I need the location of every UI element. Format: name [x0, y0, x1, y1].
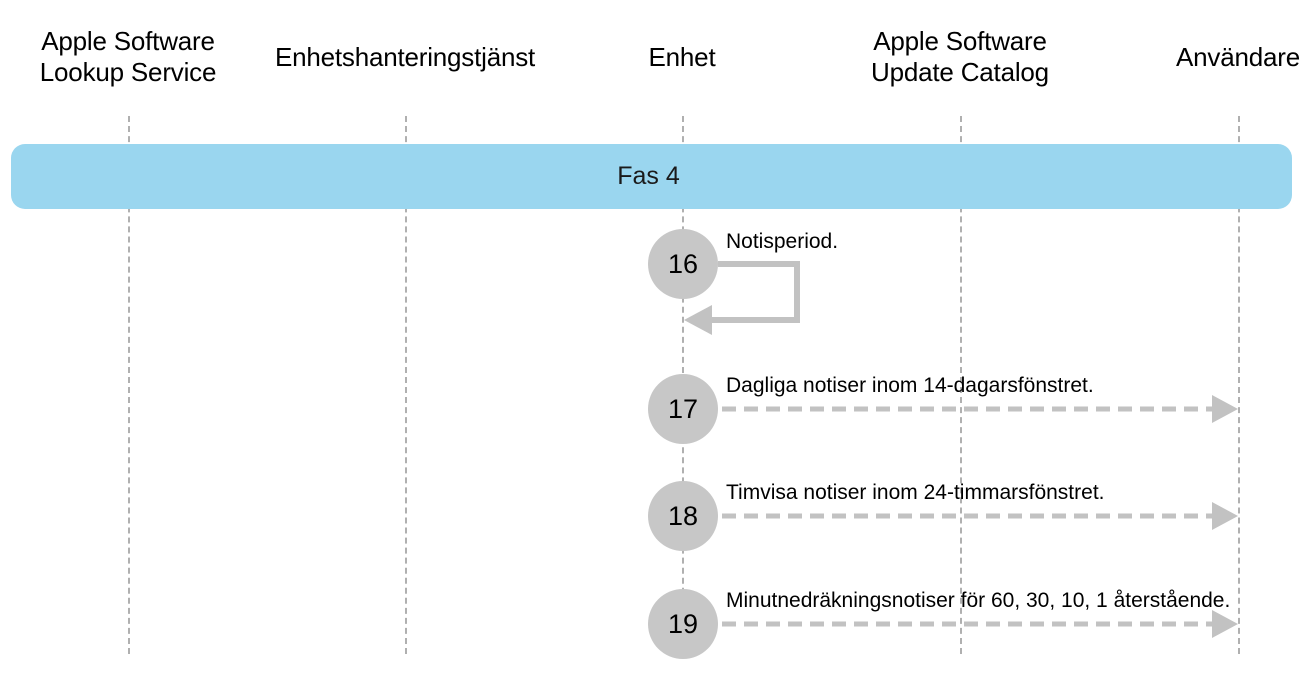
column-header-user: Användare: [1176, 42, 1300, 72]
column-header-device: Enhet: [648, 42, 716, 72]
step-circle-17: 17: [648, 374, 718, 444]
lifeline-catalog: [960, 116, 962, 654]
dashed-arrow-19: [722, 610, 1238, 638]
column-header-mdm: Enhetshanteringstjänst: [274, 42, 536, 72]
step-circle-18: 18: [648, 481, 718, 551]
step-number: 17: [667, 393, 699, 424]
dashed-arrow-17: [722, 395, 1238, 423]
lifeline-user: [1238, 116, 1240, 654]
message-label-18: Timvisa notiser inom 24-timmarsfönstret.: [726, 481, 1105, 504]
lifeline-lookup: [128, 116, 130, 654]
column-header-lookup: Apple Software Lookup Service: [39, 26, 217, 87]
dashed-arrow-18: [722, 502, 1238, 530]
message-label-19: Minutnedräkningsnotiser för 60, 30, 10, …: [726, 589, 1231, 612]
lifeline-mdm: [405, 116, 407, 654]
step-circle-19: 19: [648, 589, 718, 659]
message-label-16: Notisperiod.: [726, 230, 839, 253]
step-number: 18: [667, 500, 699, 531]
phase-banner-label: Fas 4: [617, 162, 680, 190]
step-number: 19: [667, 608, 699, 639]
step-circle-16: 16: [648, 229, 718, 299]
phase-banner: Fas 4: [11, 144, 1292, 209]
step-number: 16: [667, 248, 699, 279]
column-header-catalog: Apple Software Update Catalog: [871, 26, 1049, 87]
message-label-17: Dagliga notiser inom 14-dagarsfönstret.: [726, 374, 1094, 397]
